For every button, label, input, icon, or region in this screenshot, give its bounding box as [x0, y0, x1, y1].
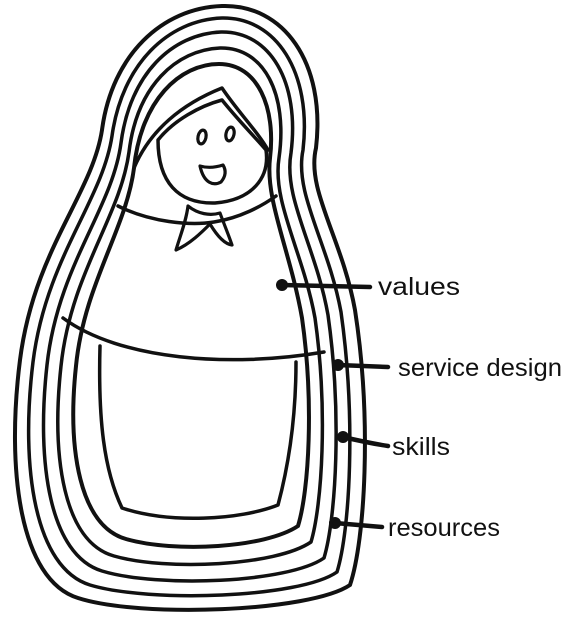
labels: values service design skills resources	[378, 273, 562, 542]
label-resources: resources	[388, 514, 500, 542]
leaders	[276, 279, 388, 529]
waistband	[63, 318, 324, 360]
values-leader	[282, 285, 370, 287]
kerchief	[176, 206, 232, 250]
label-service-design: service design	[398, 354, 562, 382]
service-design-leader	[338, 365, 388, 367]
label-skills: skills	[392, 433, 450, 461]
resources-leader	[335, 523, 382, 527]
label-values: values	[378, 273, 460, 301]
apron	[100, 346, 296, 518]
left-eye	[197, 129, 208, 144]
right-eye	[225, 126, 236, 141]
mouth	[200, 165, 225, 184]
